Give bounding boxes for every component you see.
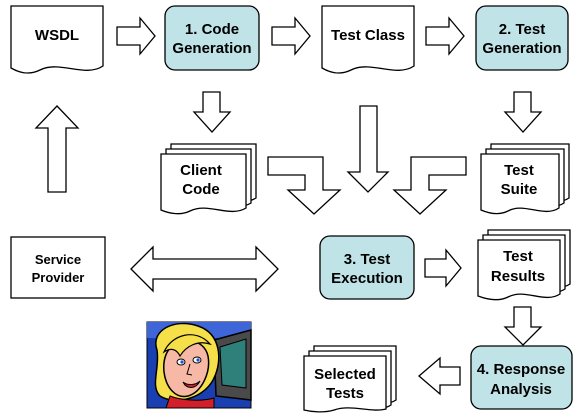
selected-tests-documents: Selected Tests bbox=[303, 345, 397, 413]
wsdl-label: WSDL bbox=[35, 27, 79, 44]
arrow-clientcode-to-execution bbox=[267, 156, 342, 215]
test-class-document: Test Class bbox=[321, 5, 415, 74]
code-generation-label-line2: Generation bbox=[172, 40, 251, 57]
client-code-label-line2: Code bbox=[182, 181, 220, 198]
test-execution-label-line2: Execution bbox=[331, 270, 403, 287]
arrow-codegen-to-testclass bbox=[271, 16, 311, 56]
arrow-execution-to-results bbox=[424, 248, 462, 288]
code-generation-process: 1. Code Generation bbox=[164, 5, 260, 71]
test-results-documents: Test Results bbox=[477, 229, 571, 301]
arrow-analysis-to-selectedtests bbox=[418, 356, 461, 396]
service-provider-box: Service Provider bbox=[10, 236, 106, 299]
test-suite-documents: Test Suite bbox=[480, 143, 570, 215]
wsdl-document: WSDL bbox=[10, 5, 104, 74]
test-class-label: Test Class bbox=[331, 27, 405, 44]
test-generation-label-line2: Generation bbox=[482, 40, 561, 57]
arrow-testclass-to-testgen bbox=[425, 16, 465, 56]
arrow-testgen-to-testsuite bbox=[503, 91, 543, 133]
test-suite-label-line1: Test bbox=[504, 162, 534, 179]
test-execution-label-line1: 3. Test bbox=[344, 251, 390, 268]
service-provider-label-line1: Service bbox=[35, 252, 81, 267]
test-results-label-line2: Results bbox=[491, 268, 545, 285]
arrow-testsuite-to-execution bbox=[392, 156, 467, 215]
arrow-wsdl-to-codegen bbox=[116, 16, 156, 56]
woman-at-computer-icon bbox=[146, 321, 252, 409]
client-code-label-line1: Client bbox=[180, 162, 222, 179]
test-suite-label-line2: Suite bbox=[501, 181, 538, 198]
arrow-results-to-analysis bbox=[503, 306, 543, 346]
selected-tests-label-line1: Selected bbox=[314, 366, 376, 383]
arrow-testclass-to-execution bbox=[346, 105, 390, 193]
arrow-codegen-to-clientcode bbox=[192, 91, 232, 133]
arrow-provider-to-wsdl bbox=[34, 105, 80, 193]
response-analysis-label-line2: Analysis bbox=[490, 381, 552, 398]
arrow-provider-execution-bidirectional bbox=[130, 245, 279, 293]
test-results-label-line1: Test bbox=[503, 248, 533, 265]
test-generation-label-line1: 2. Test bbox=[499, 21, 545, 38]
response-analysis-label-line1: 4. Response bbox=[477, 361, 565, 378]
response-analysis-process: 4. Response Analysis bbox=[470, 345, 573, 410]
code-generation-label-line1: 1. Code bbox=[185, 21, 239, 38]
selected-tests-label-line2: Tests bbox=[326, 385, 364, 402]
test-execution-process: 3. Test Execution bbox=[319, 235, 415, 300]
client-code-documents: Client Code bbox=[160, 143, 257, 215]
test-generation-process: 2. Test Generation bbox=[475, 5, 569, 71]
service-provider-label-line2: Provider bbox=[32, 270, 85, 285]
